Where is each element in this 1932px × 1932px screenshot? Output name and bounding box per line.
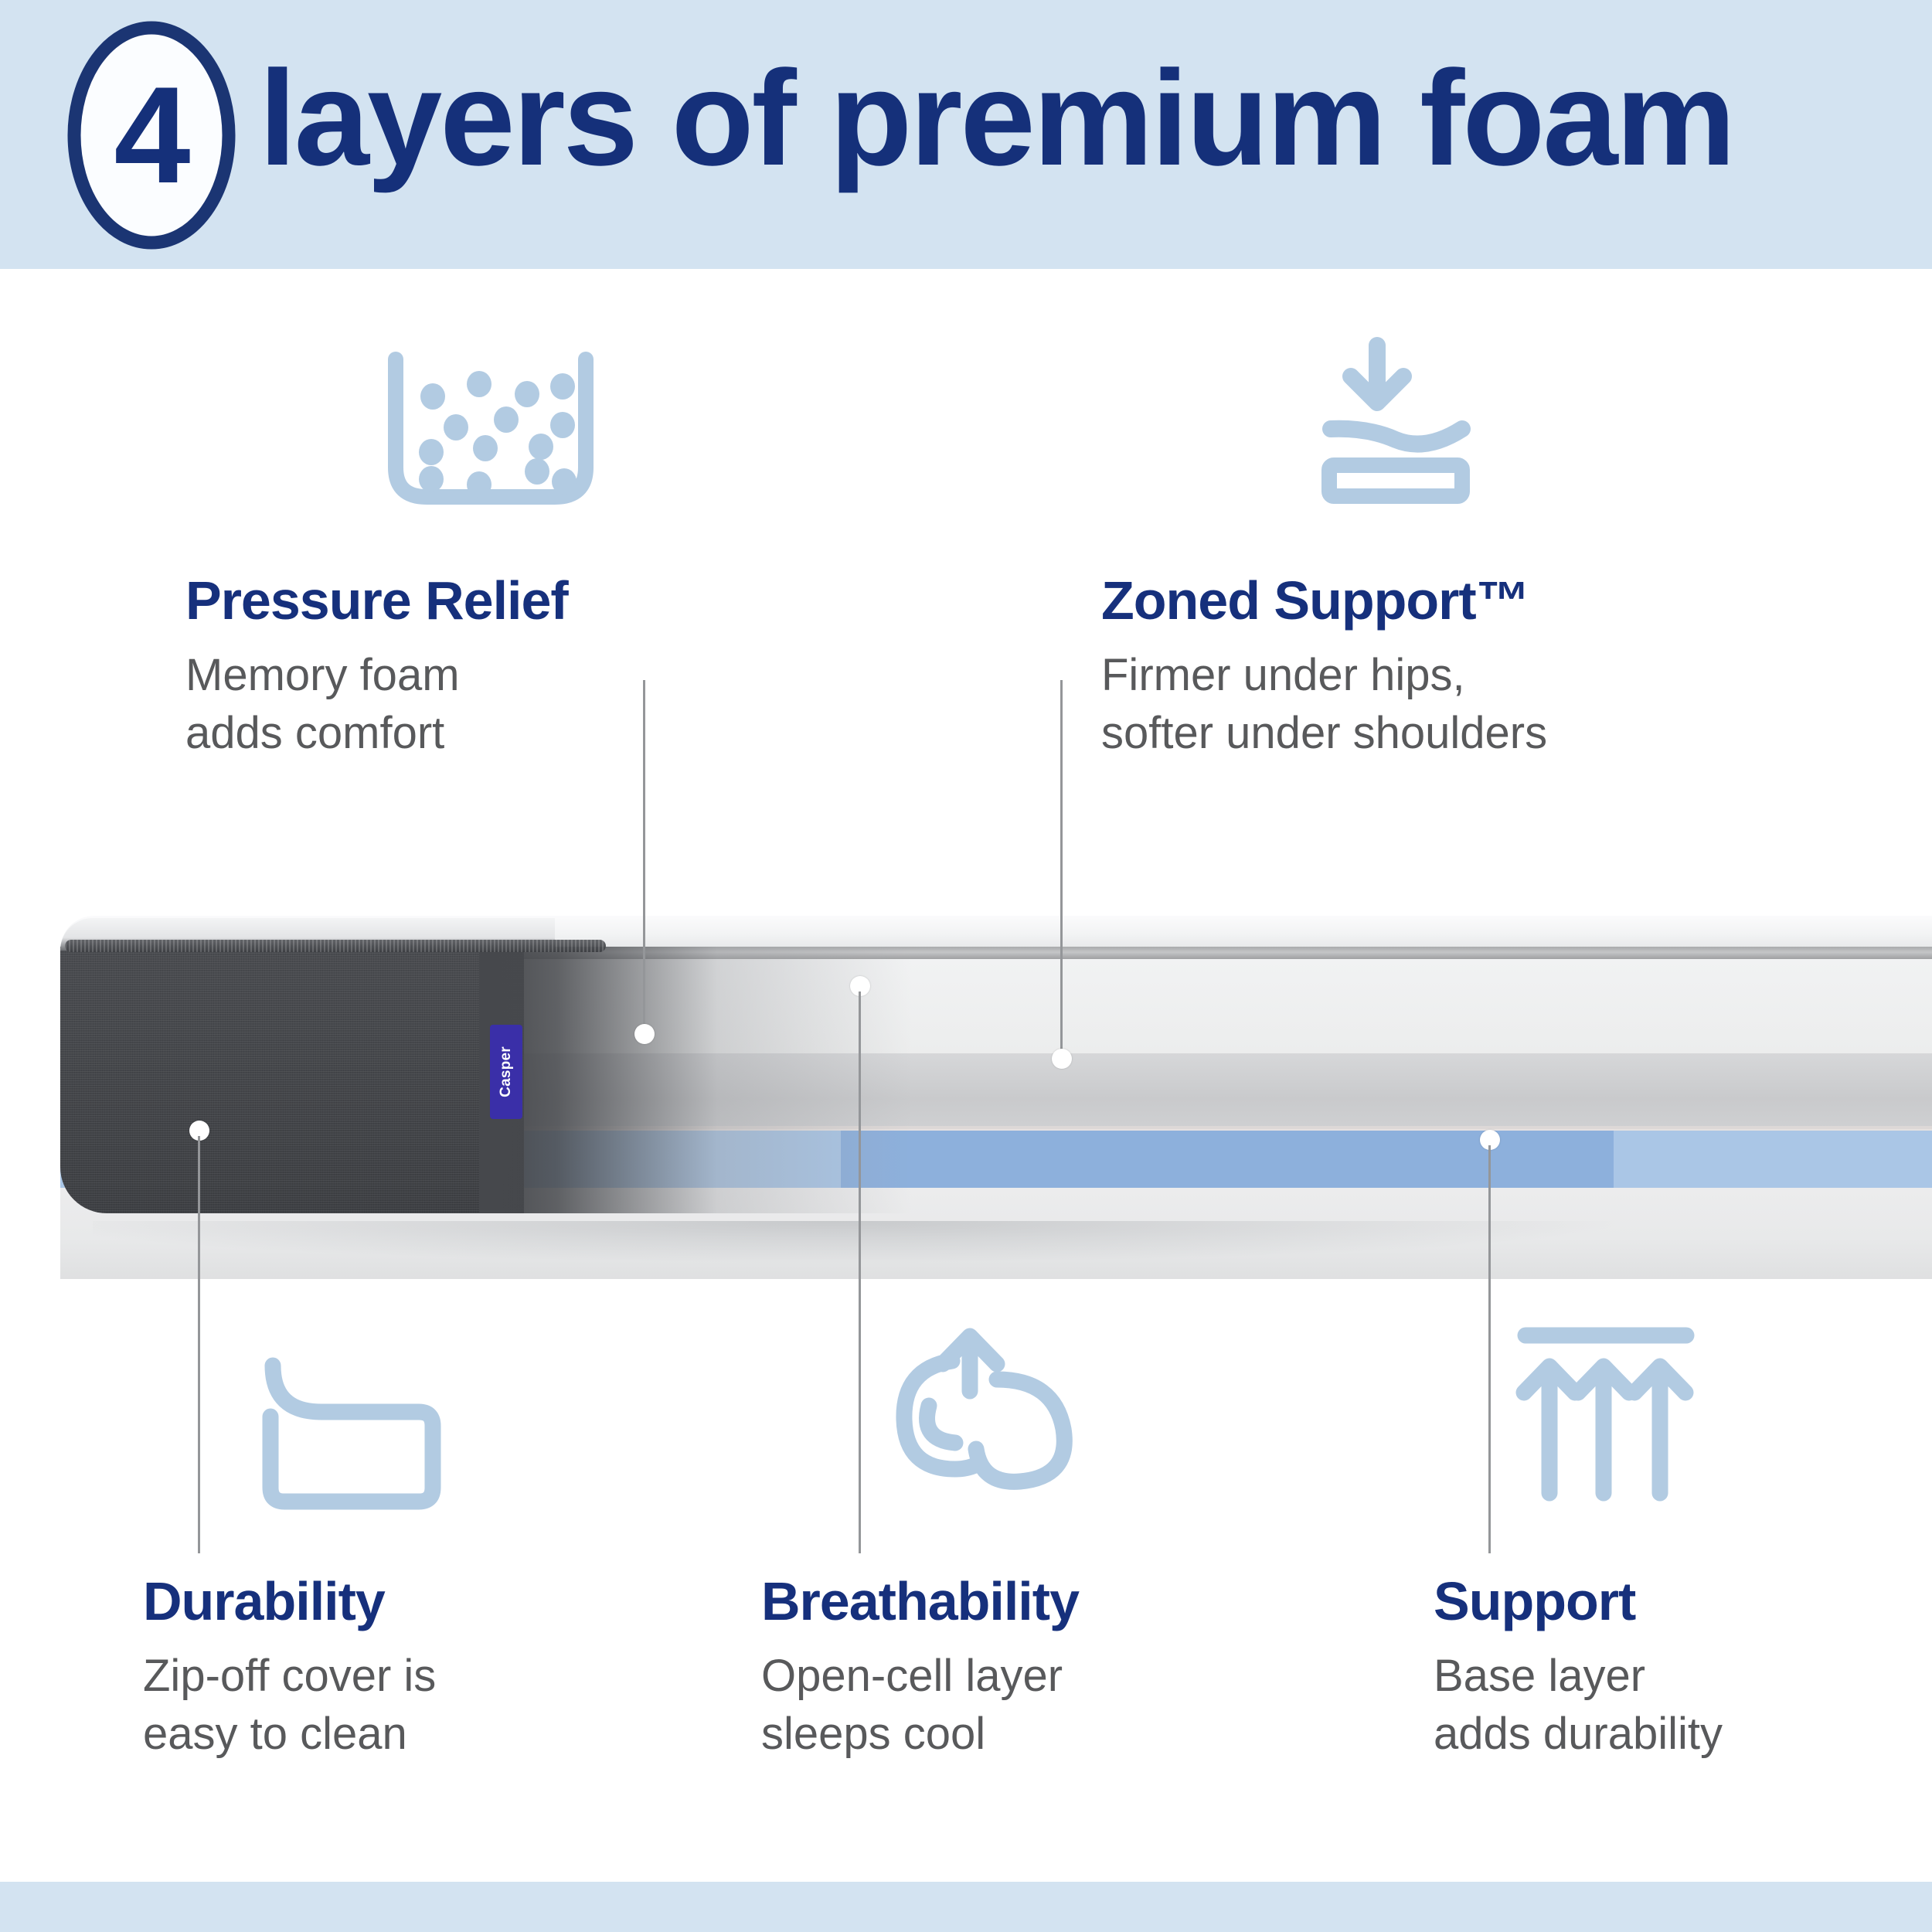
callout-dot-zoned-support — [1052, 1049, 1072, 1069]
feature-title: Zoned Support™ — [1101, 570, 1530, 631]
leader-line-support — [1488, 1145, 1491, 1553]
feature-title: Support — [1434, 1571, 1636, 1631]
feature-title: Pressure Relief — [185, 570, 569, 631]
mattress-cover-front-panel — [60, 947, 524, 1213]
leader-line-pressure-relief — [643, 680, 645, 1034]
feature-breathability: Breathability Open-cell layer sleeps coo… — [761, 1571, 1349, 1763]
leader-line-breathability — [859, 992, 861, 1553]
peel-cover-icon — [247, 1356, 456, 1534]
header-band: 4 layers of premium foam — [0, 0, 1932, 269]
compression-arrow-icon — [1314, 336, 1515, 514]
mattress-floor-shadow — [93, 1221, 1932, 1337]
air-bubbles-up-arrow-icon — [889, 1325, 1097, 1519]
mattress-cover-fade — [479, 947, 912, 1213]
feature-title: Durability — [143, 1571, 386, 1631]
feature-description: Firmer under hips, softer under shoulder… — [1101, 649, 1548, 758]
feature-durability: Durability Zip-off cover is easy to clea… — [143, 1571, 684, 1763]
mattress-layer-seam — [60, 1126, 1932, 1131]
layer-count-badge: 4 — [66, 19, 237, 251]
feature-description: Zip-off cover is easy to clean — [143, 1650, 437, 1759]
footer-band — [0, 1882, 1932, 1932]
three-up-arrows-icon — [1515, 1321, 1723, 1515]
badge-number: 4 — [114, 58, 191, 212]
feature-description: Base layer adds durability — [1434, 1650, 1723, 1759]
feature-support: Support Base layer adds durability — [1434, 1571, 1932, 1763]
foam-cells-icon — [386, 352, 595, 506]
brand-tag: Casper — [490, 1025, 522, 1119]
leader-line-zoned-support — [1060, 680, 1063, 1059]
mattress-zipper-track — [65, 940, 606, 952]
feature-title: Breathability — [761, 1571, 1080, 1631]
feature-zoned-support: Zoned Support™ Firmer under hips, softer… — [1101, 570, 1874, 762]
feature-pressure-relief: Pressure Relief Memory foam adds comfort — [185, 570, 726, 762]
callout-dot-pressure-relief — [634, 1024, 655, 1044]
page-title: layers of premium foam — [259, 43, 1736, 194]
leader-line-durability — [198, 1136, 200, 1553]
brand-tag-label: Casper — [498, 1046, 514, 1097]
feature-description: Open-cell layer sleeps cool — [761, 1650, 1063, 1759]
badge-circle-icon — [67, 21, 236, 250]
feature-description: Memory foam adds comfort — [185, 649, 460, 758]
